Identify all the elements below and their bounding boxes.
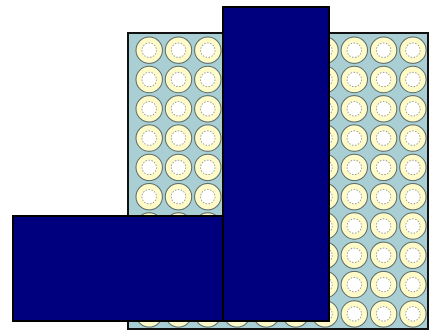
tile-center (201, 72, 215, 86)
tile[interactable] (195, 96, 221, 122)
tile[interactable] (165, 66, 191, 92)
tile[interactable] (165, 125, 191, 151)
tile-center (406, 43, 420, 57)
tile-center (347, 277, 361, 291)
tile[interactable] (195, 66, 221, 92)
tile[interactable] (341, 271, 367, 297)
tile-center (406, 277, 420, 291)
tile[interactable] (341, 154, 367, 180)
tile-center (201, 160, 215, 174)
tile-center (347, 72, 361, 86)
tile-center (406, 72, 420, 86)
tile[interactable] (400, 125, 426, 151)
tile[interactable] (195, 37, 221, 63)
tile-center (347, 307, 361, 321)
tile-center (347, 219, 361, 233)
tile[interactable] (370, 125, 396, 151)
tile[interactable] (341, 96, 367, 122)
tile-center (171, 102, 185, 116)
tile-center (376, 160, 390, 174)
tile-center (201, 102, 215, 116)
tile-center (142, 160, 156, 174)
tile[interactable] (341, 301, 367, 327)
tile-center (406, 160, 420, 174)
tile[interactable] (370, 242, 396, 268)
tile[interactable] (370, 66, 396, 92)
tile[interactable] (370, 96, 396, 122)
tile-center (406, 219, 420, 233)
tile[interactable] (370, 301, 396, 327)
tile[interactable] (370, 37, 396, 63)
tile-center (201, 190, 215, 204)
tile[interactable] (136, 37, 162, 63)
tile-center (376, 277, 390, 291)
tile-center (406, 131, 420, 145)
tile-center (406, 248, 420, 262)
navy-vertical-block (222, 6, 330, 322)
tile-center (142, 43, 156, 57)
tile-center (406, 190, 420, 204)
tile[interactable] (195, 125, 221, 151)
tile[interactable] (400, 271, 426, 297)
tile[interactable] (136, 96, 162, 122)
tile[interactable] (341, 66, 367, 92)
tile[interactable] (341, 125, 367, 151)
tile-center (376, 248, 390, 262)
tile-center (171, 160, 185, 174)
tile[interactable] (165, 184, 191, 210)
tile-center (347, 43, 361, 57)
tile-center (142, 72, 156, 86)
tile[interactable] (400, 96, 426, 122)
tile-center (376, 43, 390, 57)
tile[interactable] (136, 66, 162, 92)
tile-center (406, 307, 420, 321)
tile[interactable] (400, 184, 426, 210)
navy-horizontal-block (12, 215, 224, 322)
tile-center (347, 102, 361, 116)
tile[interactable] (165, 154, 191, 180)
tile-center (171, 131, 185, 145)
tile[interactable] (136, 125, 162, 151)
tile-center (347, 190, 361, 204)
tile[interactable] (400, 154, 426, 180)
tile-center (406, 102, 420, 116)
tile[interactable] (370, 154, 396, 180)
tile-center (171, 72, 185, 86)
tile-center (201, 43, 215, 57)
tile[interactable] (195, 184, 221, 210)
tile-center (376, 72, 390, 86)
tile[interactable] (370, 213, 396, 239)
tile-center (376, 190, 390, 204)
tile[interactable] (341, 213, 367, 239)
tile-center (171, 43, 185, 57)
tile-center (376, 131, 390, 145)
tile[interactable] (341, 37, 367, 63)
tile-center (142, 131, 156, 145)
tile[interactable] (195, 154, 221, 180)
tile-center (347, 160, 361, 174)
tile[interactable] (341, 242, 367, 268)
tile[interactable] (370, 184, 396, 210)
tile[interactable] (400, 213, 426, 239)
tile[interactable] (400, 37, 426, 63)
tile[interactable] (400, 242, 426, 268)
tile[interactable] (341, 184, 367, 210)
tile[interactable] (400, 301, 426, 327)
tile-center (142, 190, 156, 204)
tile-center (347, 248, 361, 262)
tile[interactable] (165, 96, 191, 122)
tile-center (376, 219, 390, 233)
tile-center (201, 131, 215, 145)
tile[interactable] (370, 271, 396, 297)
tile[interactable] (136, 184, 162, 210)
tile[interactable] (136, 154, 162, 180)
tile[interactable] (400, 66, 426, 92)
tile-center (376, 307, 390, 321)
tile-center (347, 131, 361, 145)
tile-center (376, 102, 390, 116)
tile-center (171, 190, 185, 204)
tile[interactable] (165, 37, 191, 63)
tile-center (142, 102, 156, 116)
